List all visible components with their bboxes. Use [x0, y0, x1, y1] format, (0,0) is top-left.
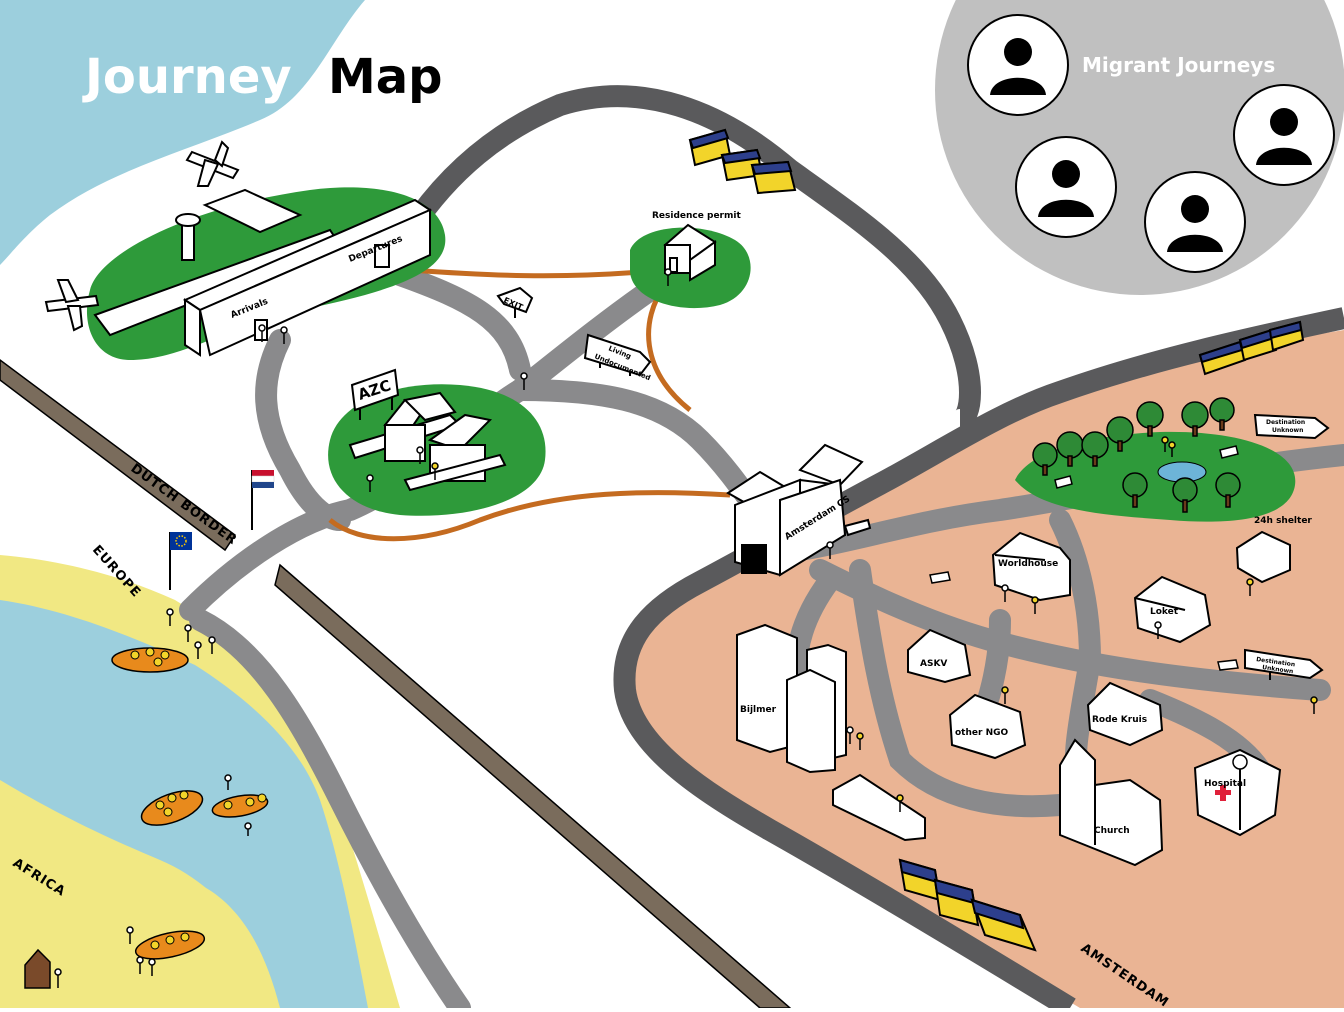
- low-building: [832, 773, 926, 842]
- person-figures: [54, 268, 1318, 988]
- person-avatar-icon: [1233, 84, 1335, 186]
- airplane-icon: [185, 140, 240, 187]
- unknown-label: Unknown: [1262, 664, 1294, 675]
- city-rail: [613, 307, 1344, 1012]
- loket: [1133, 575, 1212, 644]
- residence-permit-house: [663, 223, 717, 282]
- hut-icon: [24, 948, 51, 989]
- azc-houses: [348, 391, 507, 492]
- hospital: [1193, 748, 1282, 837]
- church-label: Church: [1094, 826, 1130, 836]
- helipad-icon: [1232, 754, 1248, 770]
- bijlmer-tower: [786, 668, 836, 774]
- unknown-label: Unknown: [1272, 427, 1303, 434]
- shelter-label: 24h shelter: [1254, 516, 1312, 526]
- sea-north: [0, 0, 365, 265]
- loket-label: Loket: [1150, 607, 1179, 617]
- terminal-side: [198, 208, 431, 357]
- legend-avatars: [967, 14, 1335, 273]
- hospital-label: Hospital: [1204, 779, 1246, 789]
- person-avatar-icon: [1144, 171, 1246, 273]
- undocumented-sign: Living Undocumented: [583, 333, 652, 382]
- airplane-icon: [44, 279, 100, 332]
- benches: [929, 445, 1239, 671]
- rode-kruis-label: Rode Kruis: [1092, 715, 1147, 725]
- destination-sign-bottom: Destination Unknown: [1244, 648, 1324, 680]
- terminal-front: [184, 298, 201, 357]
- train-top: [688, 128, 797, 195]
- shelter: [1235, 530, 1291, 584]
- other-ngo: [948, 693, 1027, 760]
- destination-sign-top: Destination Unknown: [1253, 413, 1330, 440]
- bijlmer-label: Bijlmer: [740, 705, 777, 715]
- askv: [907, 628, 972, 684]
- worldhouse-label: Worldhouse: [998, 559, 1058, 569]
- rode-kruis: [1086, 681, 1164, 747]
- exit-sign: EXIT: [496, 286, 534, 318]
- trees: [1032, 397, 1241, 513]
- beach-africa: [0, 800, 280, 1008]
- title-map: Map: [328, 49, 443, 105]
- amsterdam-cs-station: [726, 443, 872, 577]
- church: [1059, 738, 1164, 867]
- destination-label: Destination: [1266, 419, 1305, 426]
- border-wall-north: [0, 359, 237, 552]
- azc-sign: AZC: [350, 368, 400, 420]
- boat-icon: [140, 790, 204, 826]
- title-journey: Journey: [82, 49, 292, 105]
- eu-flag-icon: [169, 532, 192, 590]
- city-buildings: [736, 530, 1291, 867]
- person-avatar-icon: [967, 14, 1069, 116]
- person-avatar-icon: [1015, 136, 1117, 238]
- rail-line: [400, 85, 981, 431]
- legend-title: Migrant Journeys: [1082, 53, 1275, 77]
- netherlands-flag-icon: [251, 470, 275, 530]
- boat-passengers: [130, 647, 267, 950]
- other-ngo-label: other NGO: [955, 728, 1008, 738]
- train-right: [1198, 320, 1305, 376]
- askv-label: ASKV: [920, 659, 947, 669]
- airport: [93, 188, 433, 357]
- residence-permit-label: Residence permit: [652, 211, 741, 221]
- hospital-cross-icon: [1215, 785, 1231, 801]
- train-bottom: [898, 858, 1037, 952]
